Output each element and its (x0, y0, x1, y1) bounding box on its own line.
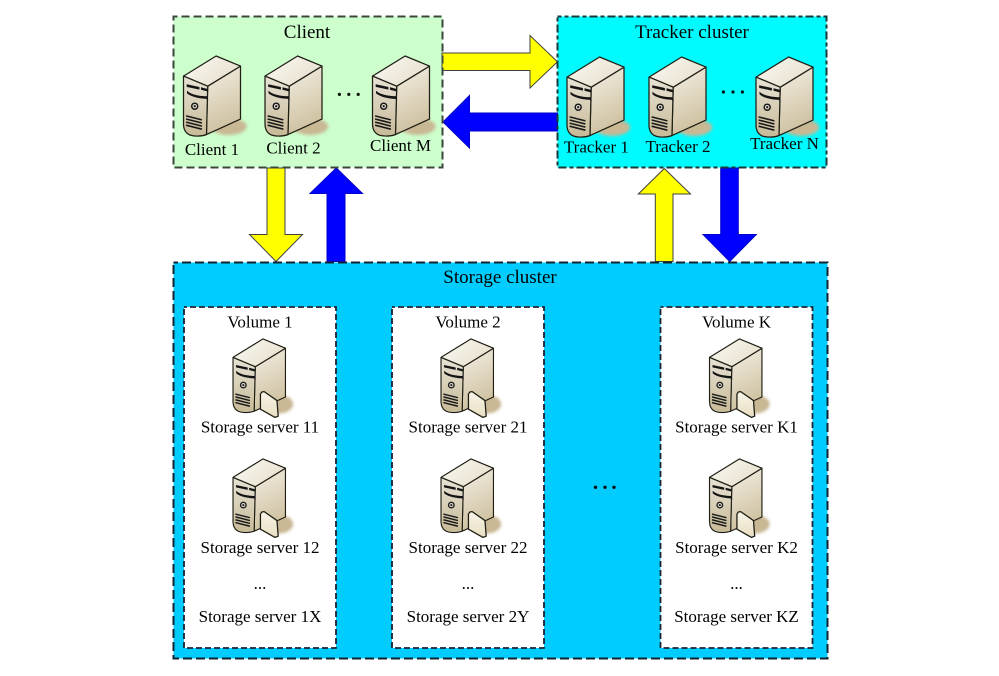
svg-text:Storage cluster: Storage cluster (443, 267, 557, 288)
svg-text:Storage server 12: Storage server 12 (201, 538, 320, 557)
svg-text:Storage server K1: Storage server K1 (675, 418, 798, 437)
svg-text:Storage server 22: Storage server 22 (409, 538, 528, 557)
svg-text:Volume 2: Volume 2 (435, 313, 500, 332)
svg-text:Storage server 21: Storage server 21 (409, 418, 528, 437)
svg-text:Tracker N: Tracker N (750, 134, 819, 153)
svg-text:Tracker 2: Tracker 2 (646, 137, 711, 156)
svg-text:...: ... (730, 574, 743, 593)
svg-text:Client 2: Client 2 (266, 139, 320, 158)
svg-text:...: ... (462, 574, 475, 593)
svg-text:Volume K: Volume K (702, 313, 772, 332)
svg-text:Tracker cluster: Tracker cluster (635, 22, 749, 43)
svg-text:Storage server 1X: Storage server 1X (199, 607, 322, 626)
svg-text:Storage server KZ: Storage server KZ (674, 607, 799, 626)
svg-text:Tracker 1: Tracker 1 (564, 137, 629, 156)
svg-text:Client 1: Client 1 (185, 140, 239, 159)
svg-text:Storage server 2Y: Storage server 2Y (407, 607, 530, 626)
svg-text:Storage server K2: Storage server K2 (675, 538, 798, 557)
svg-text:Storage server 11: Storage server 11 (201, 418, 319, 437)
svg-text:Client: Client (284, 22, 331, 43)
svg-text:Volume 1: Volume 1 (227, 313, 292, 332)
svg-text:Client M: Client M (370, 136, 431, 155)
svg-text:...: ... (254, 574, 267, 593)
